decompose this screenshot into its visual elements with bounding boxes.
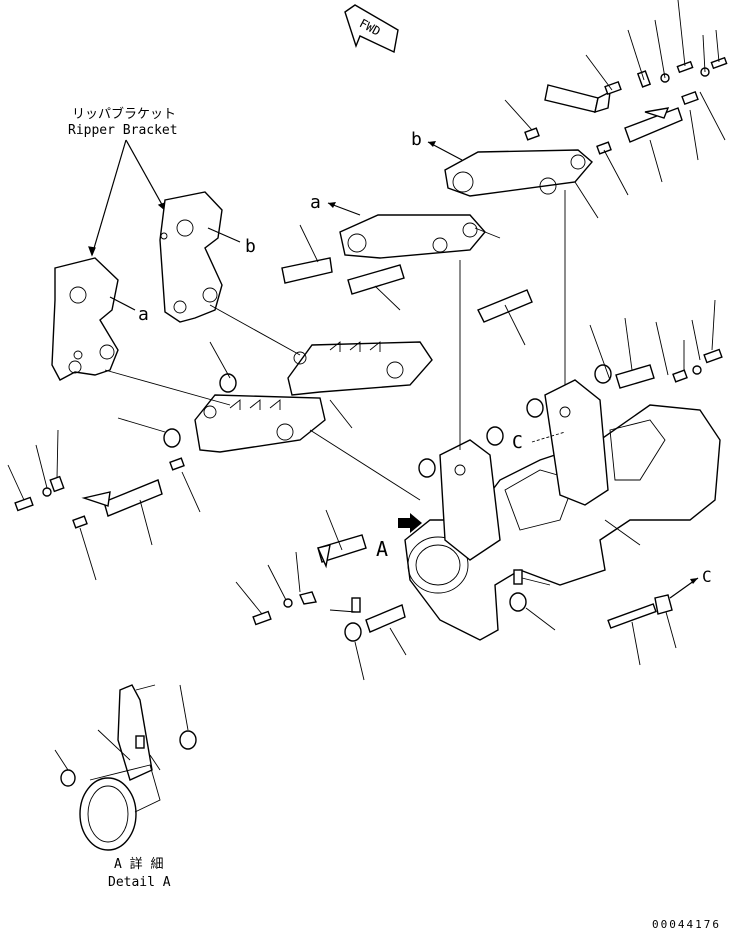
detail-a-drawing <box>54 684 197 851</box>
leader-lines-top-right <box>299 0 726 346</box>
pin-upper-1 <box>544 84 611 114</box>
leader-lines-right <box>589 299 716 666</box>
ripper-bracket-right <box>159 191 223 323</box>
detail-a-en-label: Detail A <box>108 875 171 890</box>
leader-lines-left <box>7 341 353 581</box>
pin-upper-2 <box>624 107 683 143</box>
fwd-arrow-icon <box>344 4 399 54</box>
callout-b-top: b <box>411 129 422 150</box>
callout-a-left: a <box>138 304 149 325</box>
leader-lines-lower <box>235 509 641 681</box>
pin-mid-2 <box>347 264 405 295</box>
callout-c-frame: C <box>512 432 523 453</box>
bushings <box>163 364 612 642</box>
link-upper-a <box>339 214 486 259</box>
bolt-group-left <box>14 457 185 529</box>
ripper-frame <box>404 379 721 641</box>
link-lower-left <box>194 394 326 453</box>
assembly-lines <box>104 190 566 501</box>
ripper-bracket-jp-label: リッパブラケット <box>72 106 176 122</box>
drawing-number: 00044176 <box>652 918 721 931</box>
pin-left <box>81 479 163 517</box>
callout-c-right: C <box>702 567 712 586</box>
arrow-right-icon <box>398 513 422 533</box>
ripper-bracket-en-label: Ripper Bracket <box>68 123 178 138</box>
link-upper-b <box>444 149 593 197</box>
parts-lower-middle <box>252 534 523 633</box>
bolt-group-top-right <box>524 56 728 155</box>
detail-a-jp-label: A 詳 細 <box>114 856 163 872</box>
callout-a-top: a <box>310 192 321 213</box>
pin-mid-1 <box>281 257 333 284</box>
ripper-bracket-left <box>51 257 119 381</box>
callout-b-left: b <box>245 236 256 257</box>
bolt-right <box>607 594 673 629</box>
callout-A: A <box>376 537 388 561</box>
link-lower-right <box>287 341 433 396</box>
bolts-right-stack <box>615 348 723 389</box>
ripper-bracket-leaders <box>88 139 166 257</box>
